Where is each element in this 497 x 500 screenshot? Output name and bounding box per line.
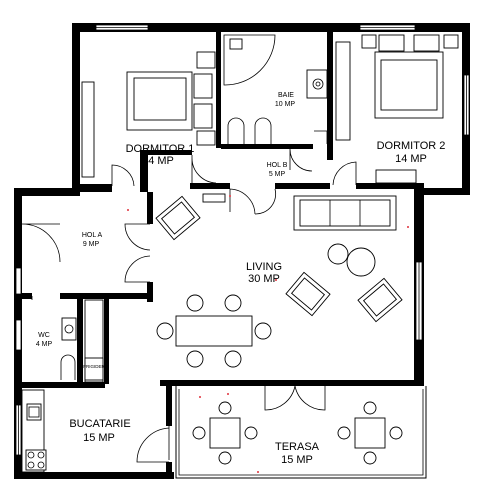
windows [15, 24, 470, 456]
bedroom2-furniture [335, 34, 459, 184]
wall-bedroom1-bottom-a [72, 184, 112, 192]
wall-hola-top [14, 188, 80, 196]
wall-fridge-right [104, 299, 109, 384]
label-holb-name: HOL B [267, 162, 288, 169]
dining-table [175, 315, 253, 347]
wall-kitchen-right-low [166, 462, 172, 478]
markers [127, 195, 409, 473]
door-bath [289, 148, 313, 172]
window-hola [15, 267, 22, 295]
nightstand [196, 51, 216, 69]
label-terrace-area: 15 MP [281, 454, 313, 466]
wall-wc-bottom [22, 382, 105, 388]
fridge [84, 357, 104, 381]
wall-bedroom1-bath [216, 30, 221, 148]
terrace-table-left [209, 417, 241, 449]
door-hola-living-a [124, 223, 151, 251]
door-hola-living-b [124, 255, 151, 283]
wall-living-bottom [160, 380, 424, 386]
window-wc [15, 319, 22, 351]
door-holb-living [229, 188, 256, 215]
wall-wc-right [77, 299, 83, 384]
bidet [254, 117, 272, 144]
wall-bedroom1-bottom-c [140, 150, 192, 155]
label-bath-area: 10 MP [275, 101, 296, 108]
wardrobe-bedroom1 [81, 81, 95, 178]
label-bedroom2-area: 14 MP [395, 153, 427, 165]
door-holb-left [191, 155, 217, 184]
door-bedroom2 [332, 161, 357, 186]
kitchen-fixtures [21, 389, 47, 473]
bedroom1-furniture [81, 51, 216, 178]
wall-kitchen-right [166, 380, 172, 426]
label-living-area: 30 MP [248, 273, 280, 285]
label-hola-area: 9 MP [83, 241, 100, 248]
door-entrance [21, 223, 61, 263]
label-kitchen-area: 15 MP [83, 432, 115, 444]
kitchen-sink [26, 403, 42, 421]
label-living-name: LIVING [246, 261, 282, 273]
wall-bedroom2-bottom [424, 188, 470, 195]
toilet-bath [227, 117, 245, 144]
wall-holb-bottom-b [275, 183, 330, 189]
label-hola-name: HOL A [82, 232, 103, 239]
wall-wc-top [22, 293, 32, 299]
shower [223, 34, 276, 86]
wall-top [72, 23, 470, 32]
terrace-table-right [354, 417, 386, 449]
label-bedroom2-name: DORMITOR 2 [377, 140, 446, 152]
wall-bath-bottom [221, 144, 313, 149]
wc-sink [61, 317, 77, 341]
stove [25, 449, 47, 471]
label-kitchen-name: BUCATARIE [69, 418, 130, 430]
label-wc-area: 4 MP [36, 341, 53, 348]
wall-bedroom1-left [72, 23, 80, 195]
toilet-wc [60, 354, 76, 380]
wall-hola-bottom [60, 293, 153, 299]
tv-stand [202, 193, 226, 203]
terrace-furniture [192, 401, 403, 465]
door-bedroom1 [111, 164, 135, 187]
label-bedroom1-area: 14 MP [142, 155, 174, 167]
bath-sink [306, 69, 328, 99]
label-bath-name: BAIE [278, 92, 294, 99]
label-terrace-name: TERASA [275, 441, 320, 453]
living-furniture [155, 193, 403, 368]
bath-fixtures [223, 34, 328, 144]
door-terrace-a [264, 385, 296, 411]
wall-bedroom2-bottom-inner [356, 183, 424, 189]
wall-hola-living-a [147, 192, 153, 224]
wall-holb-bottom [190, 183, 230, 189]
door-kitchen [136, 426, 170, 463]
label-bedroom1-name: DORMITOR 1 [126, 143, 195, 155]
wall-bedroom1-bottom-b [140, 150, 148, 192]
coffee-table [327, 243, 349, 265]
wall-bath-bedroom2 [327, 30, 333, 160]
wardrobe-bedroom2 [335, 41, 351, 141]
door-terrace-b [294, 385, 326, 411]
wall-hola-living-b [147, 282, 153, 302]
label-fridge: FRIGIDER [83, 364, 105, 369]
room-labels: DORMITOR 1 14 MP BAIE 10 MP DORMITOR 2 1… [36, 92, 446, 466]
label-holb-area: 5 MP [269, 171, 286, 178]
wc-fixtures [60, 299, 104, 383]
terrace-railing [175, 386, 427, 479]
label-wc-name: WC [38, 332, 50, 339]
doors [21, 130, 357, 463]
wall-bottom [14, 472, 174, 479]
